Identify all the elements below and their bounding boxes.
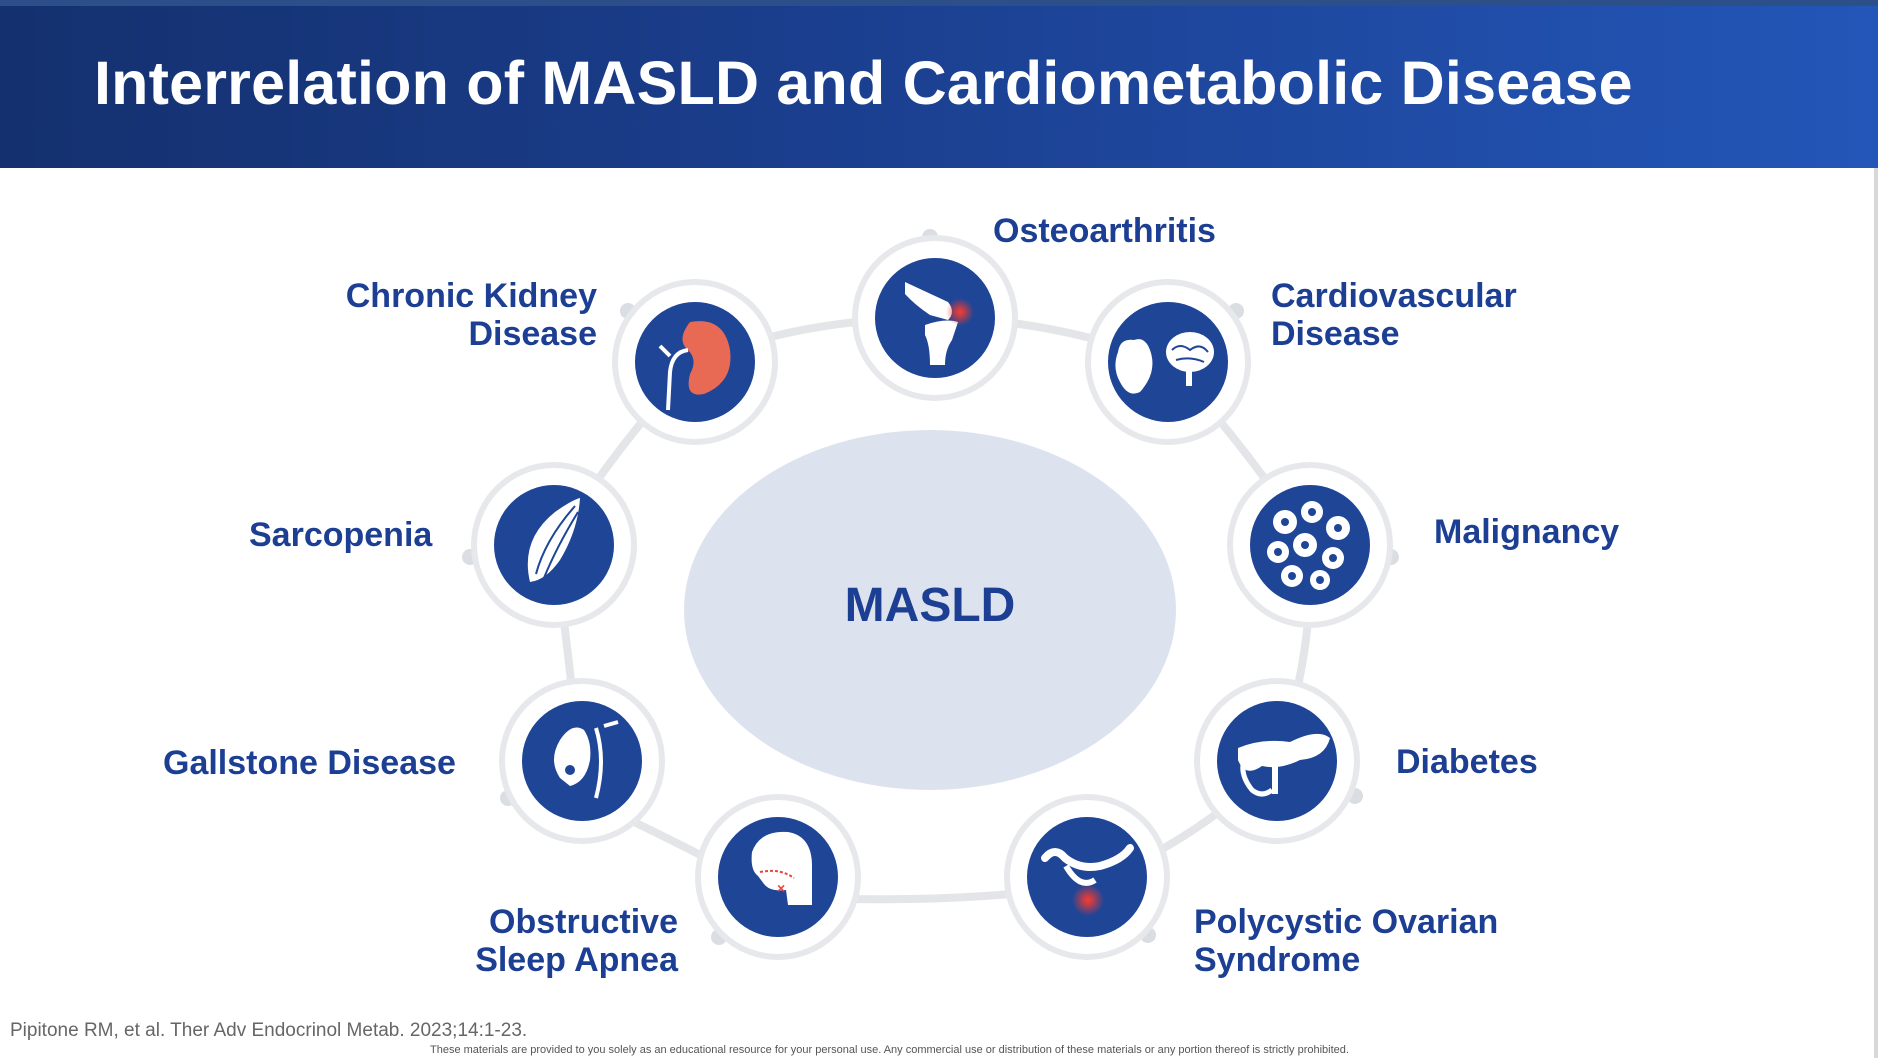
airway-head-icon: × (751, 831, 812, 905)
label-cardiovascular-line2: Disease (1271, 315, 1400, 353)
disclaimer: These materials are provided to you sole… (430, 1044, 1349, 1056)
banner-top-strip (0, 0, 1878, 6)
label-malignancy: Malignancy (1434, 513, 1620, 551)
label-ckd-line2: Disease (468, 315, 597, 353)
knee-joint-icon (905, 282, 974, 365)
muscle-fiber-icon (527, 498, 580, 582)
label-cardiovascular: Cardiovascular Disease (1271, 277, 1517, 353)
label-sarcopenia: Sarcopenia (249, 516, 433, 554)
cancer-cells-icon (1267, 501, 1350, 590)
label-pcos: Polycystic Ovarian Syndrome (1194, 903, 1498, 979)
center-label: MASLD (844, 579, 1016, 632)
slide-title: Interrelation of MASLD and Cardiometabol… (94, 49, 1633, 117)
svg-text:×: × (777, 880, 785, 896)
label-osa-line1: Obstructive (489, 903, 678, 941)
label-pcos-line1: Polycystic Ovarian (1194, 903, 1499, 941)
title-banner: Interrelation of MASLD and Cardiometabol… (0, 0, 1878, 168)
label-osa: Obstructive Sleep Apnea (430, 903, 678, 979)
kidney-icon (658, 321, 731, 411)
node-sarcopenia (471, 462, 637, 628)
label-osa-line2: Sleep Apnea (475, 941, 678, 979)
label-diabetes: Diabetes (1396, 743, 1538, 781)
label-cardiovascular-line1: Cardiovascular (1271, 277, 1517, 315)
center-ellipse (684, 430, 1176, 790)
label-pcos-line2: Syndrome (1194, 941, 1361, 979)
heart-brain-icon (1115, 332, 1214, 394)
connector-ring (549, 313, 1315, 904)
label-ckd-line1: Chronic Kidney (345, 277, 597, 315)
uterus-ovary-icon (1041, 844, 1134, 916)
gallbladder-icon (554, 720, 619, 799)
node-osteoarthritis (852, 235, 1018, 401)
node-pcos (1004, 794, 1170, 960)
label-osteoarthritis: Osteoarthritis (993, 212, 1216, 250)
citation: Pipitone RM, et al. Ther Adv Endocrinol … (10, 1020, 528, 1041)
pancreas-icon (1238, 733, 1330, 797)
node-ckd (612, 279, 778, 445)
label-gallstone: Gallstone Disease (163, 744, 456, 782)
node-gallstone (499, 678, 665, 844)
node-osa: × (695, 794, 861, 960)
node-malignancy (1227, 462, 1393, 628)
node-diabetes (1194, 678, 1360, 844)
slide-edge (1874, 168, 1878, 1058)
label-ckd: Chronic Kidney Disease (300, 277, 597, 353)
node-cardiovascular (1085, 279, 1251, 445)
